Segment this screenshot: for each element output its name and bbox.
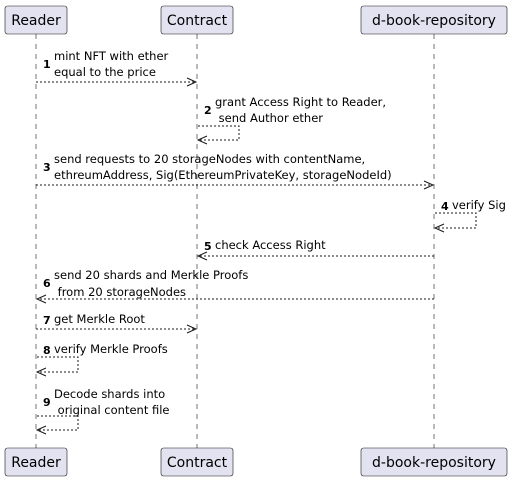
message-number: 2 (204, 104, 212, 117)
message-number: 9 (43, 396, 51, 409)
participant-box (360, 5, 508, 35)
message-label-line: send 20 shards and Merkle Proofs (54, 268, 248, 282)
message-label-line: ethreumAddress, Sig(EthereumPrivateKey, … (54, 168, 392, 182)
message-label-line: equal to the price (54, 65, 156, 79)
participant-box (4, 447, 68, 477)
arrow-head (35, 294, 47, 304)
participant-label: Contract (167, 455, 228, 471)
message-label-line: send Author ether (215, 111, 323, 125)
message-label-line: grant Access Right to Reader, (215, 95, 386, 109)
message-number: 4 (441, 200, 449, 213)
participant-box (4, 5, 68, 35)
participant-repo-bottom: d-book-repository (360, 447, 508, 477)
message-label-line: send requests to 20 storageNodes with co… (54, 152, 365, 166)
message-label-line: from 20 storageNodes (54, 285, 186, 299)
participant-reader-bottom: Reader (4, 447, 68, 477)
participant-label: Reader (11, 13, 61, 29)
message-label-line: verify Sig (452, 198, 506, 212)
arrow-head (433, 223, 445, 233)
participant-box (360, 447, 508, 477)
participant-reader-top: Reader (4, 5, 68, 35)
participant-label: d-book-repository (372, 455, 496, 471)
self-message-arrow (37, 415, 79, 431)
participant-repo-top: d-book-repository (360, 5, 508, 35)
message-label-line: mint NFT with ether (54, 49, 169, 63)
message-label-line: verify Merkle Proofs (54, 342, 168, 356)
message-label-line: Decode shards into (54, 387, 165, 401)
message-number: 1 (43, 58, 51, 71)
participant-contract-top: Contract (160, 5, 234, 35)
self-message-arrow (435, 212, 477, 229)
arrow-head (423, 180, 435, 190)
arrow-head (35, 367, 47, 377)
participant-label: Reader (11, 455, 61, 471)
arrow-head (196, 251, 208, 261)
participant-box (160, 447, 234, 477)
participant-label: d-book-repository (372, 13, 496, 29)
message-label-line: check Access Right (215, 238, 326, 252)
message-number: 8 (43, 344, 51, 357)
message-number: 6 (43, 277, 51, 290)
participant-box (160, 5, 234, 35)
message-label-line: get Merkle Root (54, 312, 145, 326)
arrow-head (35, 425, 47, 435)
arrow-head (186, 77, 198, 87)
participant-label: Contract (167, 13, 228, 29)
message-number: 3 (43, 161, 51, 174)
self-message-arrow (37, 356, 79, 373)
message-number: 7 (43, 314, 51, 327)
self-message-arrow (198, 125, 240, 141)
message-number: 5 (204, 240, 212, 253)
message-label-line: original content file (54, 403, 170, 417)
participant-contract-bottom: Contract (160, 447, 234, 477)
arrow-head (196, 135, 208, 145)
arrow-head (186, 324, 198, 334)
